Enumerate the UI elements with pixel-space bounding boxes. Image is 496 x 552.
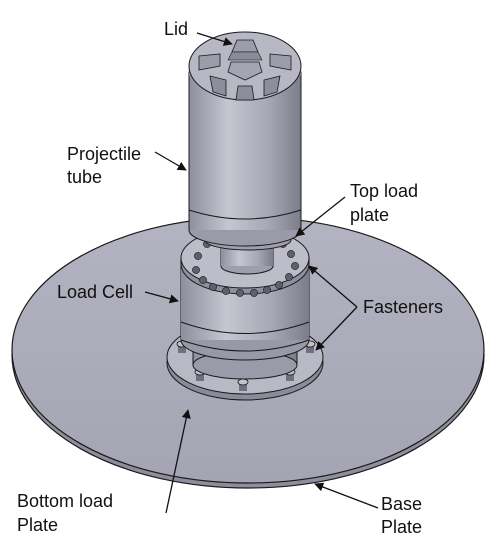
load-cell-label: Load Cell <box>57 282 134 302</box>
top-load-plate-label-line2: plate <box>350 205 390 225</box>
projectile-tube-label-line1: Projectile <box>67 144 142 164</box>
fasteners-label: Fasteners <box>363 297 444 317</box>
load-cell <box>180 257 310 380</box>
fastener <box>237 378 249 391</box>
lid <box>188 31 302 101</box>
base-plate-label-line2: Plate <box>381 517 423 537</box>
base-plate-label-line1: Base <box>381 494 423 514</box>
load-cell-leader <box>144 291 179 304</box>
lid-leader <box>196 32 233 46</box>
bottom-load-plate-label-line2: Plate <box>17 515 59 535</box>
bottom-load-plate-label-line1: Bottom load <box>17 491 114 511</box>
fasteners-leader-lower <box>315 306 358 351</box>
top-load-plate-leader <box>295 196 346 237</box>
bottom-load-plate-leader <box>165 409 191 514</box>
top-load-plate-label-line1: Top load <box>350 181 419 201</box>
base-plate-leader <box>314 482 379 509</box>
fasteners-leader-upper <box>308 265 358 308</box>
lid-label: Lid <box>164 19 189 39</box>
projectile-tube-label-line2: tube <box>67 167 103 187</box>
projectile-tube-leader <box>154 151 187 171</box>
leader-lines <box>144 32 379 514</box>
